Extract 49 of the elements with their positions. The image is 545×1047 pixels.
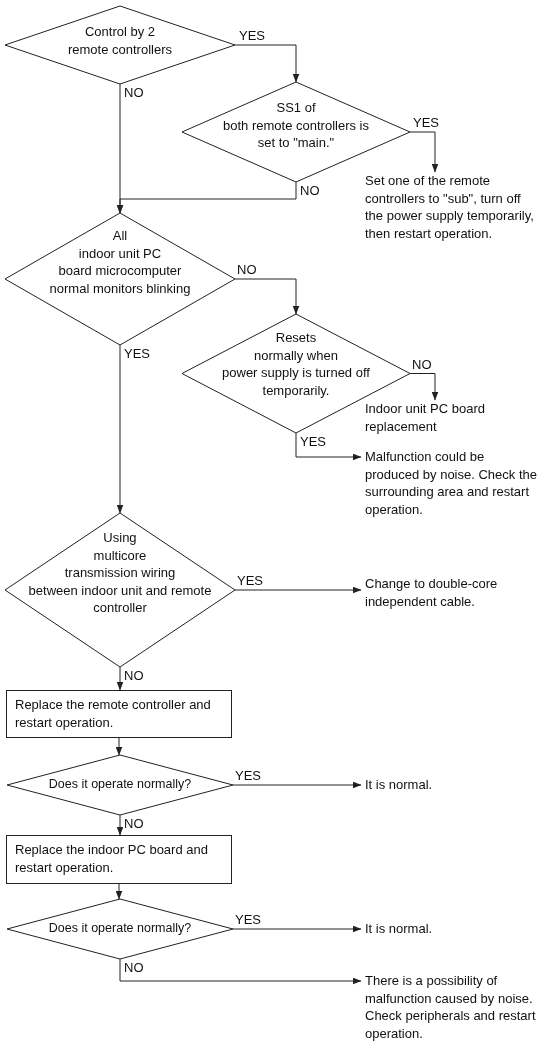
decision-diamond <box>5 6 235 84</box>
edge-label: NO <box>123 668 145 683</box>
arrow <box>234 44 300 83</box>
arrow <box>234 586 362 594</box>
edge-label: NO <box>123 85 145 100</box>
outcome-text: Change to double-core independent cable. <box>365 575 540 610</box>
process-box: Replace the indoor PC board and restart operation. <box>6 835 232 884</box>
decision-text: Using multicore transmission wiring between indoor unit and remote controller <box>28 530 212 615</box>
edge-label: YES <box>238 28 266 43</box>
arrow <box>234 278 300 315</box>
outcome-text: There is a possibility of malfunction caused by noise. Check peripherals and restart operation. <box>365 972 543 1042</box>
decision-text: Control by 2 remote controllers <box>67 24 172 57</box>
arrow <box>116 344 124 514</box>
outcome-text: It is normal. <box>365 776 485 794</box>
arrow <box>116 666 124 691</box>
decision-text: Resets normally when power supply is turned off temporarily. <box>222 330 370 398</box>
edge-label: YES <box>412 115 440 130</box>
decision-diamond <box>5 513 235 667</box>
arrow <box>232 925 362 933</box>
decision-diamond <box>5 213 235 345</box>
outcome-text: Malfunction could be produced by noise. Check the surrounding area and restart operation. <box>365 448 540 518</box>
outcome-text: Set one of the remote controllers to "sub", turn off the power supply temporarily, then restart operation. <box>365 172 540 242</box>
outcome-text: It is normal. <box>365 920 485 938</box>
arrow <box>115 883 123 900</box>
arrow <box>295 432 362 461</box>
decision-text: Does it operate normally? <box>48 776 192 794</box>
edge-label: NO <box>123 816 145 831</box>
outcome-text: Indoor unit PC board replacement <box>365 400 535 435</box>
edge-label: NO <box>236 262 258 277</box>
arrow <box>119 958 362 985</box>
process-box: Replace the remote controller and restart operation. <box>6 690 232 738</box>
arrow <box>115 737 123 756</box>
arrow <box>409 131 439 173</box>
edge-label: YES <box>236 573 264 588</box>
decision-diamond <box>7 755 233 815</box>
decision-text: All indoor unit PC board microcomputer normal monitors blinking <box>49 228 191 296</box>
arrow <box>116 181 297 214</box>
arrow <box>116 814 124 836</box>
arrow <box>232 781 362 789</box>
decision-diamond <box>7 899 233 959</box>
decision-text: Does it operate normally? <box>48 920 192 938</box>
arrow <box>409 373 439 401</box>
decision-text: SS1 of both remote controllers is set to "main." <box>223 100 369 150</box>
edge-label: YES <box>123 346 151 361</box>
edge-label: NO <box>123 960 145 975</box>
edge-label: NO <box>299 183 321 198</box>
edge-label: YES <box>234 768 262 783</box>
edge-label: YES <box>234 912 262 927</box>
edge-label: YES <box>299 434 327 449</box>
